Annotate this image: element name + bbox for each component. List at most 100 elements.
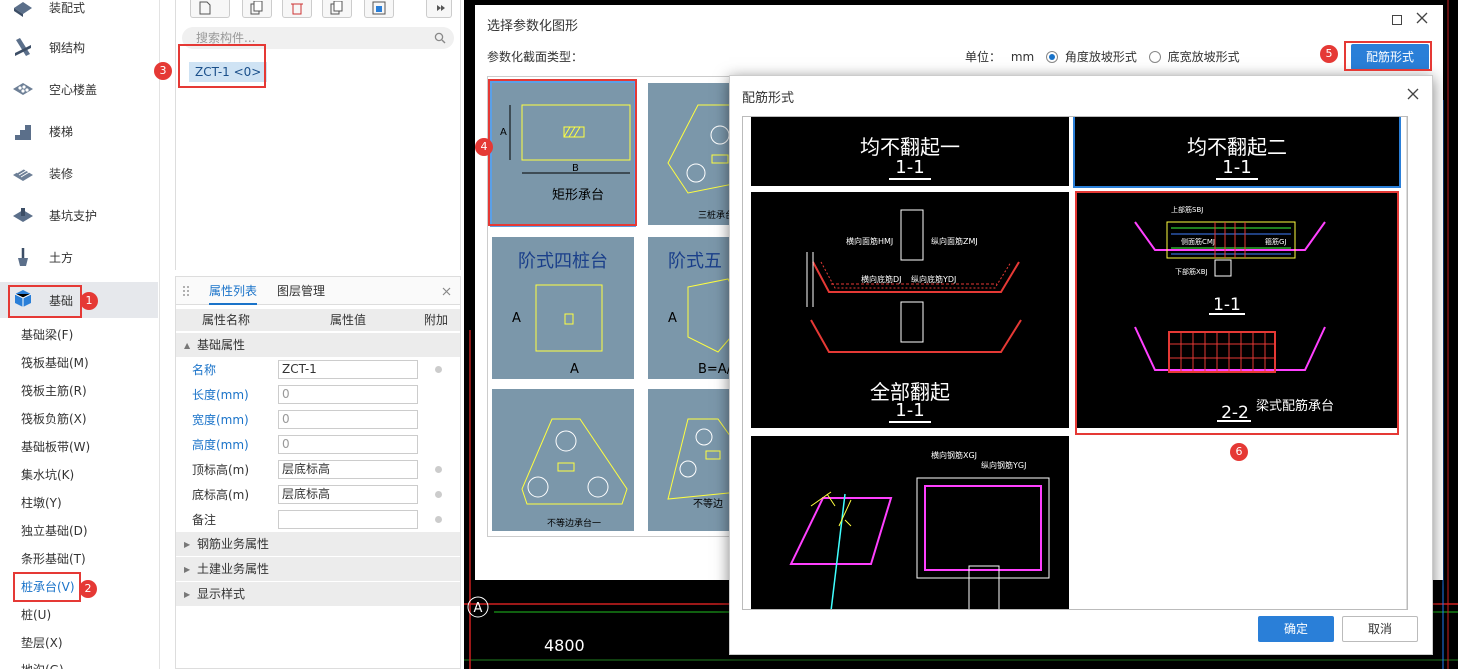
group-civil-properties[interactable]: ▶ 土建业务属性 xyxy=(176,556,460,581)
nav-sub-pile-cap[interactable]: 桩承台(V) xyxy=(21,580,75,594)
prop-value-height[interactable]: 0 xyxy=(278,435,418,454)
section-type-label: 参数化截面类型： xyxy=(487,50,584,64)
nav-sub-sump[interactable]: 集水坑(K) xyxy=(21,468,75,482)
prop-value-width[interactable]: 0 xyxy=(278,410,418,429)
stepped-four-pile-diagram: 阶式四桩台 A A xyxy=(512,251,608,377)
nav-sub-strip-footing[interactable]: 条形基础(T) xyxy=(21,552,86,566)
nav-sub-isolated-footing[interactable]: 独立基础(D) xyxy=(21,524,88,538)
prop-value-top-elevation[interactable]: 层底标高 xyxy=(278,460,418,479)
nav-category-pit-support[interactable]: 基坑支护 xyxy=(0,197,158,233)
nav-sub-foundation-strip[interactable]: 基础板带(W) xyxy=(21,440,91,454)
prop-row-bottom-elevation: 底标高(m) 层底标高 xyxy=(176,482,460,507)
rebar-form-gallery: 均不翻起一 1-1 均不翻起二 1-1 横向面筋HMJ 纵向面筋ZMJ 横向底筋… xyxy=(742,116,1408,610)
rebar-form-button[interactable]: 配筋形式 xyxy=(1351,44,1429,70)
svg-text:A: A xyxy=(668,311,677,326)
maximize-icon[interactable] xyxy=(1392,15,1402,25)
copy-button[interactable] xyxy=(242,0,272,18)
nav-sub-raft-neg-rebar[interactable]: 筏板负筋(X) xyxy=(21,412,87,426)
search-input[interactable]: 搜索构件... xyxy=(182,27,454,49)
rebar-form-dialog: 配筋形式 均不翻起一 1-1 均不翻起二 1-1 横向面筋HMJ 纵向面筋ZMJ… xyxy=(729,75,1433,655)
close-icon[interactable] xyxy=(442,287,451,296)
svg-text:下部筋XBJ: 下部筋XBJ xyxy=(1175,267,1208,276)
vertical-scrollbar[interactable] xyxy=(1406,117,1407,609)
nav-category-decoration[interactable]: 装修 xyxy=(0,155,158,191)
foundation-icon xyxy=(14,290,32,307)
ok-button[interactable]: 确定 xyxy=(1258,616,1334,642)
nav-category-stairs[interactable]: 楼梯 xyxy=(0,113,158,149)
rect-cap-diagram: A B 矩形承台 xyxy=(500,104,631,203)
nav-category-steel[interactable]: 钢结构 xyxy=(0,29,158,65)
unit-label: 单位： xyxy=(965,50,1002,64)
beam-cap-sub1: 1-1 xyxy=(1213,295,1241,315)
group-display-style[interactable]: ▶ 显示样式 xyxy=(176,581,460,606)
rebar-option-none-raised-1[interactable]: 均不翻起一 1-1 xyxy=(751,117,1069,186)
close-icon[interactable] xyxy=(1406,87,1420,101)
component-item[interactable]: ZCT-1 <0> xyxy=(189,62,268,82)
svg-text:A: A xyxy=(570,362,579,377)
nav-sub-raft-main-rebar[interactable]: 筏板主筋(R) xyxy=(21,384,87,398)
thumb-caption: 矩形承台 xyxy=(552,188,604,203)
rebar-option-pile-detail[interactable]: 横向钢筋XGJ 纵向钢筋YGJ xyxy=(751,436,1069,609)
nav-category-earthwork[interactable]: 土方 xyxy=(0,239,158,275)
tab-layer-management[interactable]: 图层管理 xyxy=(277,284,326,298)
nav-category-prefab[interactable]: 装配式 xyxy=(0,0,158,25)
extra-checkbox[interactable] xyxy=(435,466,442,473)
rebar-option-beam-cap[interactable]: 上部筋SBJ 下部筋XBJ 侧面筋CMJ 箍筋GJ 1-1 2-2 梁式配筋承台 xyxy=(1075,192,1399,428)
svg-text:B: B xyxy=(572,163,579,174)
radio-angle-slope-label: 角度放坡形式 xyxy=(1064,50,1137,64)
extra-checkbox[interactable] xyxy=(435,491,442,498)
svg-text:横向面筋HMJ: 横向面筋HMJ xyxy=(846,236,893,246)
svg-text:上部筋SBJ: 上部筋SBJ xyxy=(1171,205,1203,214)
thumb-stepped-four-pile[interactable]: 阶式四桩台 A A xyxy=(492,237,634,379)
radio-width-slope[interactable] xyxy=(1148,51,1161,63)
rebar-option-none-raised-2[interactable]: 均不翻起二 1-1 xyxy=(1073,117,1401,188)
properties-tabs: 属性列表 图层管理 xyxy=(176,277,460,305)
prop-row-height: 高度(mm) 0 xyxy=(176,432,460,457)
svg-text:不等边承台一: 不等边承台一 xyxy=(547,517,601,529)
radio-angle-slope[interactable] xyxy=(1046,51,1059,63)
nav-category-hollow-floor[interactable]: 空心楼盖 xyxy=(0,71,158,107)
svg-text:纵向底筋YDJ: 纵向底筋YDJ xyxy=(911,274,956,284)
shape-gallery: A B 矩形承台 三桩承台 阶式四桩台 A A xyxy=(487,76,737,537)
beam-cap-diagram: 上部筋SBJ 下部筋XBJ 侧面筋CMJ 箍筋GJ 1-1 2-2 梁式配筋承台 xyxy=(1134,205,1334,423)
close-icon[interactable] xyxy=(1415,11,1429,25)
extra-checkbox[interactable] xyxy=(435,366,442,373)
rebar-option-all-raised[interactable]: 横向面筋HMJ 纵向面筋ZMJ 横向底筋DJ 纵向底筋YDJ 全部翻起 1-1 xyxy=(751,192,1069,428)
drag-handle-icon[interactable] xyxy=(182,285,190,297)
annotation-badge: 6 xyxy=(1230,443,1248,461)
thumb-rect-cap[interactable]: A B 矩形承台 xyxy=(490,81,636,227)
nav-sub-foundation-beam[interactable]: 基础梁(F) xyxy=(21,328,74,342)
nav-sub-trench[interactable]: 地沟(G) xyxy=(21,660,64,669)
col-value-header: 属性值 xyxy=(330,313,367,327)
extra-checkbox[interactable] xyxy=(435,516,442,523)
prop-value-remark[interactable] xyxy=(278,510,418,529)
tab-property-list[interactable]: 属性列表 xyxy=(209,277,258,305)
unequal-cap-2-diagram: 不等边 xyxy=(667,418,736,510)
nav-sub-raft[interactable]: 筏板基础(M) xyxy=(21,356,89,370)
prop-value-name[interactable]: ZCT-1 xyxy=(278,360,418,379)
cancel-button[interactable]: 取消 xyxy=(1342,616,1418,642)
pit-support-icon xyxy=(13,208,33,222)
thumb-unequal-cap-1[interactable]: 不等边承台一 xyxy=(492,389,634,531)
group-rebar-properties[interactable]: ▶ 钢筋业务属性 xyxy=(176,531,460,556)
prop-value-bottom-elevation[interactable]: 层底标高 xyxy=(278,485,418,504)
nav-sub-pile[interactable]: 桩(U) xyxy=(21,608,52,622)
duplicate-button[interactable] xyxy=(322,0,352,18)
group-basic-properties[interactable]: ▲ 基础属性 xyxy=(176,332,460,357)
nav-sub-pier[interactable]: 柱墩(Y) xyxy=(21,496,62,510)
prop-value-length[interactable]: 0 xyxy=(278,385,418,404)
layer-copy-button[interactable] xyxy=(364,0,394,18)
thumb-unequal-cap-2[interactable]: 不等边 xyxy=(648,389,736,531)
nav-sub-cushion[interactable]: 垫层(X) xyxy=(21,636,63,650)
annotation-badge: 5 xyxy=(1320,45,1338,63)
more-button[interactable] xyxy=(426,0,452,18)
nav-category-foundation[interactable]: 基础 xyxy=(0,282,158,318)
steel-icon xyxy=(15,38,31,56)
annotation-badge: 3 xyxy=(154,62,172,80)
delete-icon xyxy=(291,3,303,15)
new-button[interactable] xyxy=(190,0,230,18)
thumb-stepped-five-pile[interactable]: 阶式五 A B=A/ xyxy=(648,237,736,379)
prop-row-width: 宽度(mm) 0 xyxy=(176,407,460,432)
thumb-three-pile-cap[interactable]: 三桩承台 xyxy=(648,83,736,225)
delete-button[interactable] xyxy=(282,0,312,18)
